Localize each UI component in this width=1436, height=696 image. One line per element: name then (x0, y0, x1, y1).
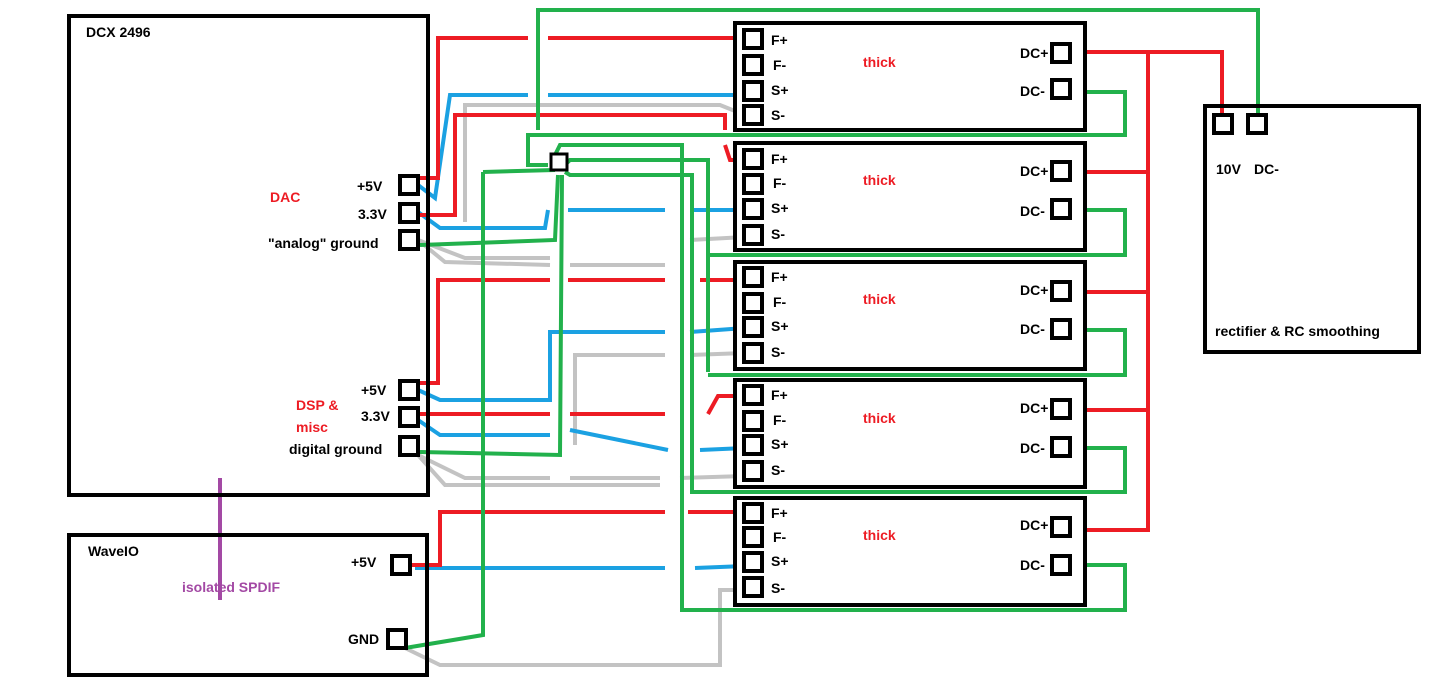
reg5-pin-fminus: F- (773, 529, 787, 545)
reg4-pin-fminus: F- (773, 412, 787, 428)
reg4-pin-dcplus: DC+ (1020, 400, 1049, 416)
spdif-label: isolated SPDIF (182, 579, 281, 595)
dac-pin-label-agnd: "analog" ground (268, 235, 379, 251)
reg1-pin-splus: S+ (771, 82, 789, 98)
reg5-pin-splus: S+ (771, 553, 789, 569)
reg3-pin-fminus: F- (773, 294, 787, 310)
supply-box (1203, 104, 1421, 354)
supply-pin-label-dcminus: DC- (1254, 161, 1279, 177)
reg2-pin-fminus: F- (773, 175, 787, 191)
regulator-modules (733, 21, 1087, 607)
reg3-pin-splus: S+ (771, 318, 789, 334)
dsp-pin-label-dgnd: digital ground (289, 441, 383, 457)
reg4-pin-splus: S+ (771, 436, 789, 452)
reg5-pin-dcplus: DC+ (1020, 517, 1049, 533)
ground-junction (549, 152, 569, 172)
reg4-note: thick (863, 410, 896, 426)
reg3-note: thick (863, 291, 896, 307)
reg1-pin-fplus: F+ (771, 32, 788, 48)
dcx-dac-pin-agnd (398, 229, 420, 251)
dsp-pin-label-3v3: 3.3V (361, 408, 390, 424)
dcx-title: DCX 2496 (86, 24, 151, 40)
dsp-label-line2: misc (296, 419, 328, 435)
reg3-pin-fplus: F+ (771, 269, 788, 285)
reg1-note: thick (863, 54, 896, 70)
reg5-pin-fplus: F+ (771, 505, 788, 521)
reg2-pin-fplus: F+ (771, 151, 788, 167)
supply-pin-dcminus (1246, 113, 1268, 135)
supply-pin-10v (1212, 113, 1234, 135)
reg4-pin-dcminus: DC- (1020, 440, 1045, 456)
reg1-pin-fminus: F- (773, 57, 787, 73)
reg5-pin-dcminus: DC- (1020, 557, 1045, 573)
dac-pin-label-3v3: 3.3V (358, 206, 387, 222)
waveio-title: WaveIO (88, 543, 139, 559)
dac-pin-label-5v: +5V (357, 178, 383, 194)
dcx-dsp-pin-dgnd (398, 435, 420, 457)
reg3-pin-dcplus: DC+ (1020, 282, 1049, 298)
waveio-pin-gnd (386, 628, 408, 650)
reg3-pin-dcminus: DC- (1020, 321, 1045, 337)
dcx-dsp-pin-3v3 (398, 406, 420, 428)
reg4-pin-sminus: S- (771, 462, 785, 478)
reg2-pin-dcminus: DC- (1020, 203, 1045, 219)
waveio-box (67, 533, 429, 677)
reg2-pin-splus: S+ (771, 200, 789, 216)
reg1-pin-sminus: S- (771, 107, 785, 123)
reg4-pin-fplus: F+ (771, 387, 788, 403)
reg5-pin-sminus: S- (771, 580, 785, 596)
waveio-pin-label-gnd: GND (348, 631, 380, 647)
waveio-pin-label-5v: +5V (351, 554, 377, 570)
reg3-pin-sminus: S- (771, 344, 785, 360)
waveio-pin-5v (390, 554, 412, 576)
reg5-note: thick (863, 527, 896, 543)
supply-pin-label-10v: 10V (1216, 161, 1241, 177)
dac-label: DAC (270, 189, 301, 205)
dsp-pin-label-5v: +5V (361, 382, 387, 398)
dcx-dac-pin-3v3 (398, 202, 420, 224)
dcx-dsp-pin-5v (398, 379, 420, 401)
supply-description: rectifier & RC smoothing (1215, 323, 1380, 339)
reg2-pin-sminus: S- (771, 226, 785, 242)
reg1-pin-dcminus: DC- (1020, 83, 1045, 99)
reg1-pin-dcplus: DC+ (1020, 45, 1049, 61)
regulator-pins (742, 28, 1072, 598)
power-wires (410, 36, 1224, 567)
dcx-dac-pin-5v (398, 174, 420, 196)
dcx-box (67, 14, 430, 497)
reg2-note: thick (863, 172, 896, 188)
dsp-label-line1: DSP & (296, 397, 339, 413)
reg2-pin-dcplus: DC+ (1020, 163, 1049, 179)
